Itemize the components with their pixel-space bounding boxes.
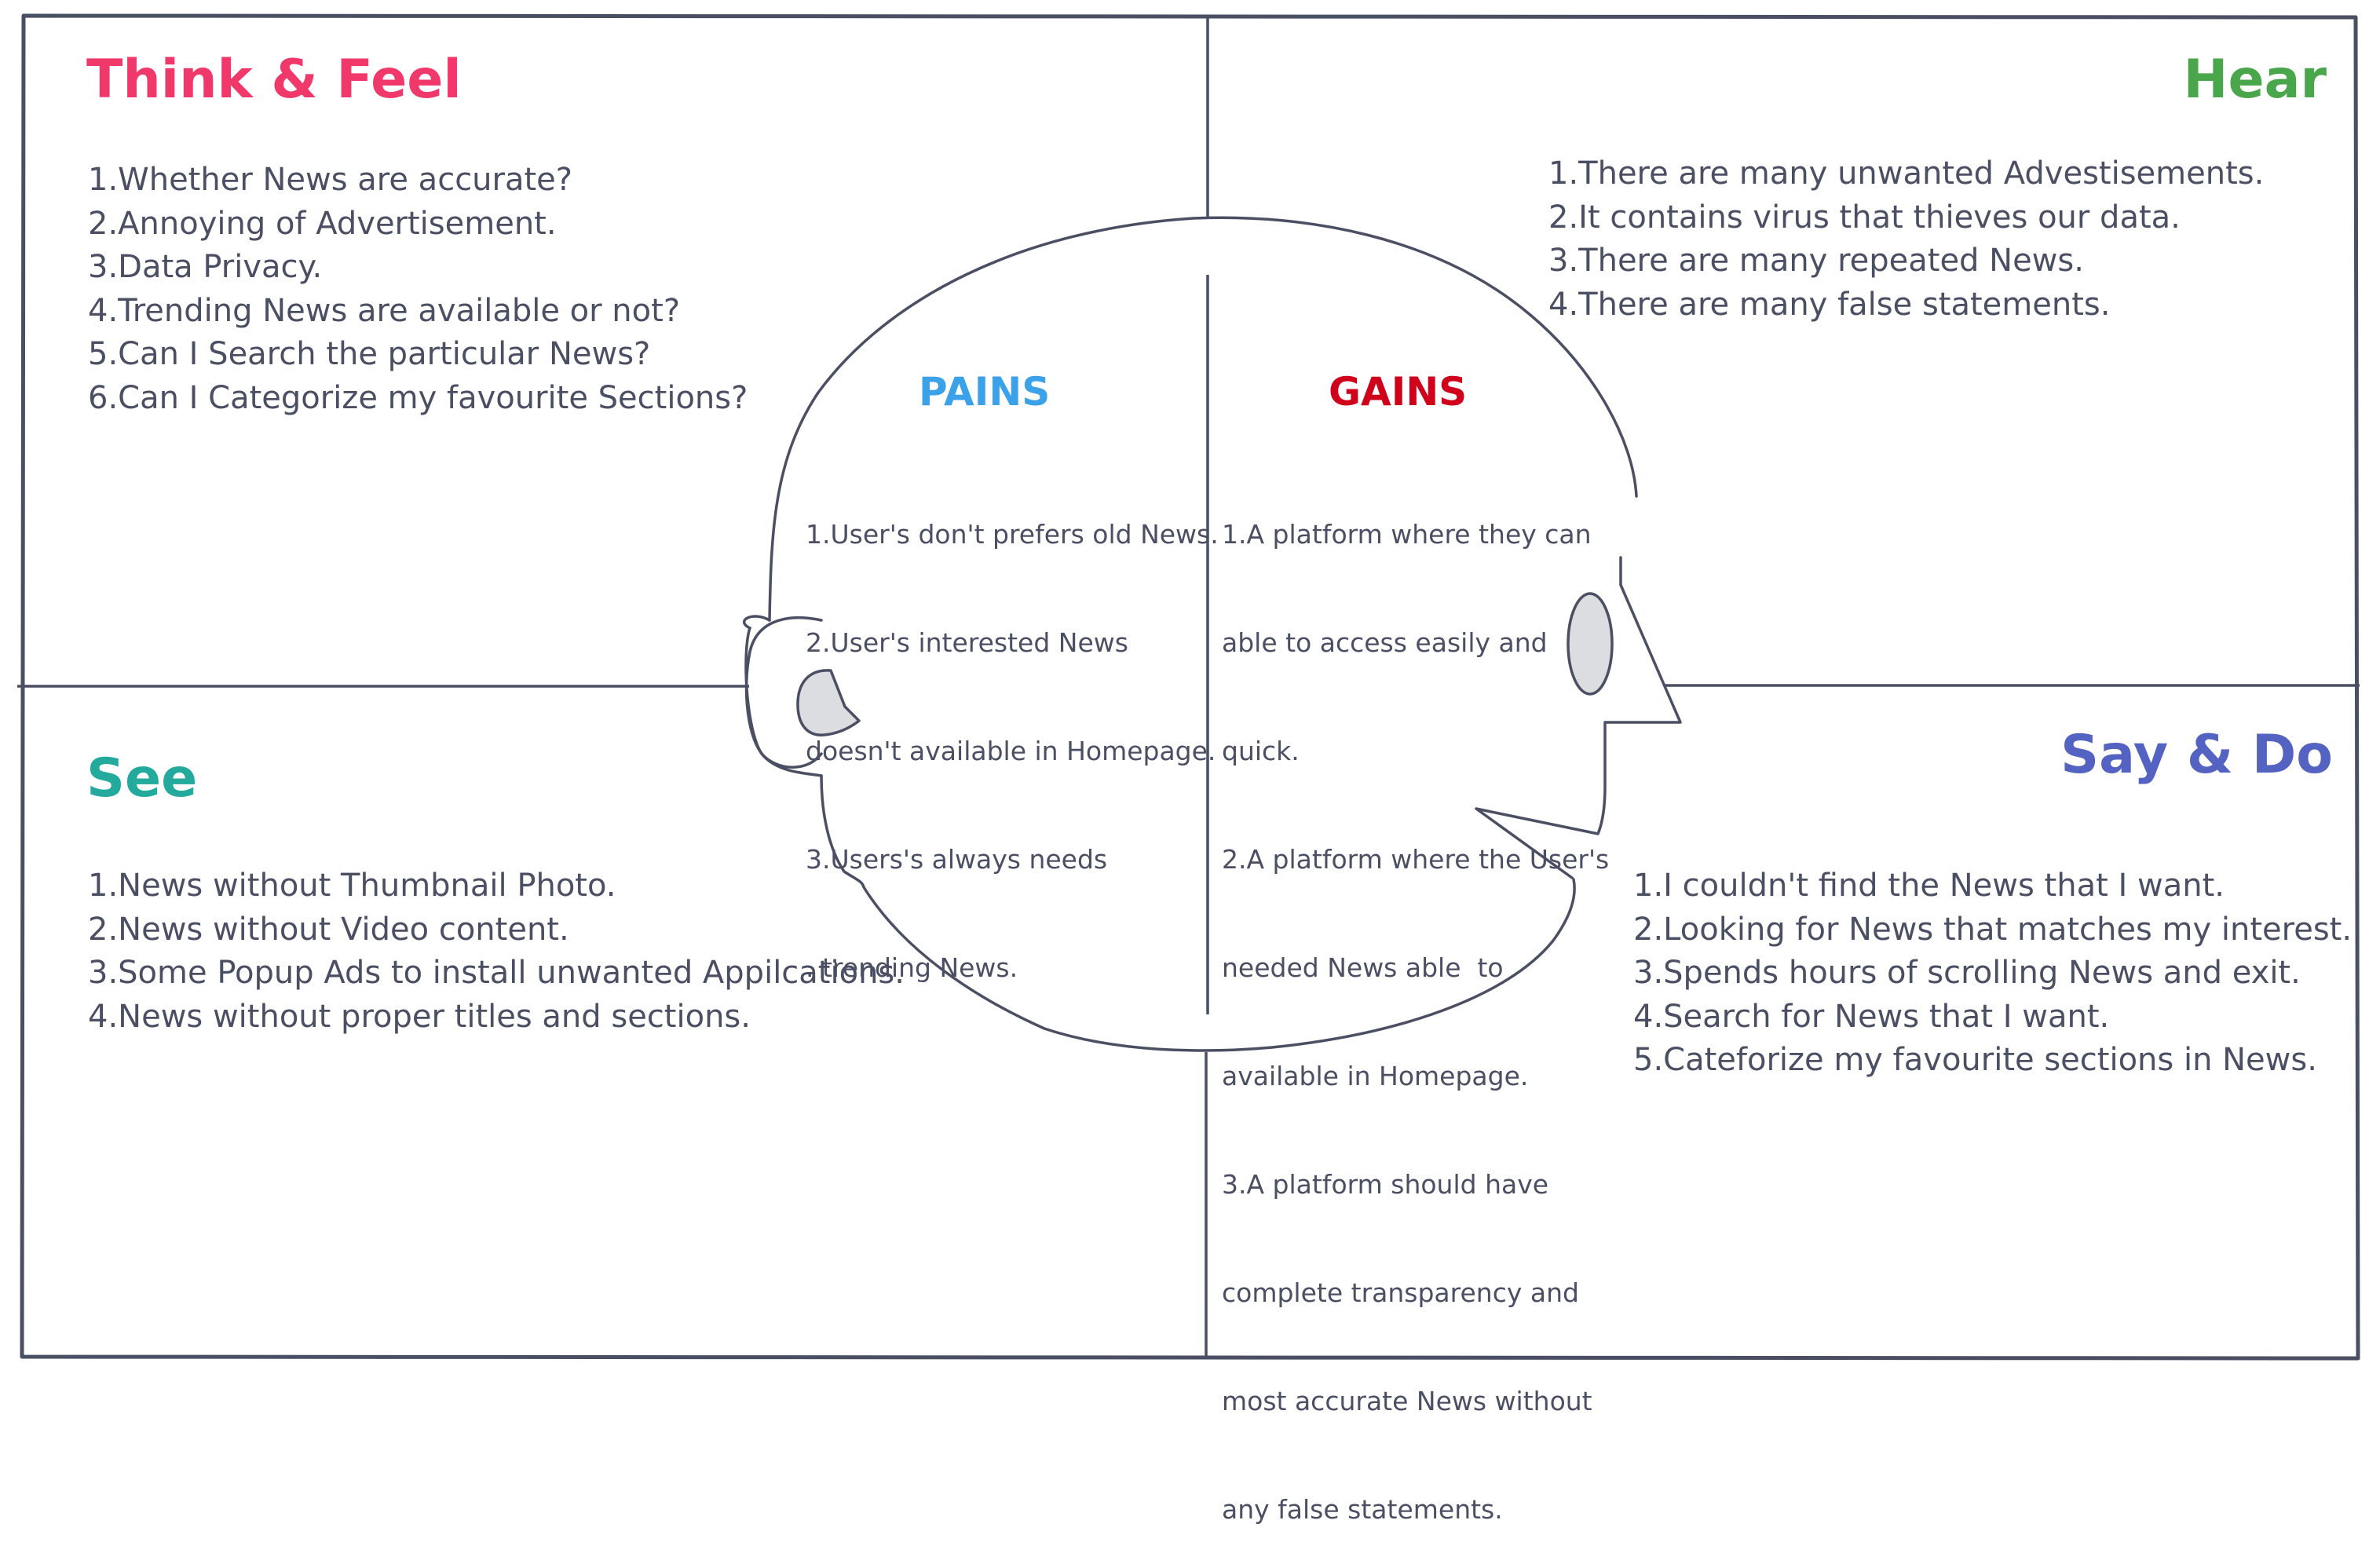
gains-list: 1.A platform where they can able to acce… <box>1222 444 1609 1564</box>
list-item: 2.User's interested News <box>806 627 1128 658</box>
say-do-list: 1.I couldn't find the News that I want. … <box>1633 864 2352 1083</box>
list-item: 4.News without proper titles and section… <box>88 998 751 1035</box>
list-item: 1.User's don't prefers old News. <box>806 519 1219 550</box>
hear-list: 1.There are many unwanted Advestisements… <box>1548 152 2264 327</box>
head-back-lower <box>820 774 1576 1052</box>
see-title: See <box>86 747 198 809</box>
pains-list: 1.User's don't prefers old News. 2.User'… <box>806 444 1219 1022</box>
see-list: 1.News without Thumbnail Photo. 2.News w… <box>88 864 905 1039</box>
outer-frame <box>20 13 2360 1361</box>
list-item: 1.Whether News are accurate? <box>88 162 573 198</box>
list-item: able to access easily and <box>1222 627 1548 658</box>
list-item: 3.Users's always needs <box>806 844 1108 875</box>
list-item: 3.Spends hours of scrolling News and exi… <box>1633 955 2301 991</box>
list-item: 1.A platform where they can <box>1222 519 1592 550</box>
list-item: 1.There are many unwanted Advestisements… <box>1548 155 2265 192</box>
list-item: 3.There are many repeated News. <box>1548 243 2084 279</box>
hear-title: Hear <box>2183 49 2327 111</box>
ear-inner <box>796 669 861 736</box>
list-item: 1.News without Thumbnail Photo. <box>88 868 616 904</box>
list-item: most accurate News without <box>1222 1386 1592 1416</box>
list-item: 3.Some Popup Ads to install unwanted App… <box>88 955 905 991</box>
list-item: 5.Cateforize my favourite sections in Ne… <box>1633 1042 2317 1078</box>
list-item: any false statements. <box>1222 1494 1503 1525</box>
think-feel-title: Think & Feel <box>86 49 462 111</box>
list-item: complete transparency and <box>1222 1277 1579 1308</box>
list-item: 3.Data Privacy. <box>88 249 323 285</box>
list-item: 5.Can I Search the particular News? <box>88 336 651 372</box>
eye-shape <box>1567 592 1614 696</box>
think-feel-list: 1.Whether News are accurate? 2.Annoying … <box>88 159 748 420</box>
list-item: 2.It contains virus that thieves our dat… <box>1548 199 2181 236</box>
list-item: 6.Can I Categorize my favourite Sections… <box>88 379 748 416</box>
list-item: 2.Annoying of Advertisement. <box>88 205 557 242</box>
list-item: 2.News without Video content. <box>88 911 569 948</box>
list-item: needed News able to <box>1222 952 1504 983</box>
list-item: 4.Search for News that I want. <box>1633 998 2110 1035</box>
list-item: 3.A platform should have <box>1222 1169 1549 1200</box>
list-item: 4.There are many false statements. <box>1548 286 2111 323</box>
list-item: doesn't available in Homepage. <box>806 736 1216 766</box>
list-item: 2.A platform where the User's <box>1222 844 1610 875</box>
gains-title: GAINS <box>1329 369 1468 415</box>
face-profile <box>1475 556 1682 879</box>
empathy-map-canvas <box>17 13 2360 1361</box>
say-do-title: Say & Do <box>2060 724 2333 786</box>
list-item: 2.Looking for News that matches my inter… <box>1633 911 2353 948</box>
list-item: available in Homepage. <box>1222 1061 1529 1091</box>
pains-title: PAINS <box>919 369 1051 415</box>
list-item: . trending News. <box>806 952 1018 983</box>
ear-back-curve <box>744 616 823 769</box>
head-outline <box>768 216 1638 622</box>
list-item: quick. <box>1222 736 1300 766</box>
list-item: 1.I couldn't find the News that I want. <box>1633 868 2225 904</box>
list-item: 4.Trending News are available or not? <box>88 292 681 329</box>
